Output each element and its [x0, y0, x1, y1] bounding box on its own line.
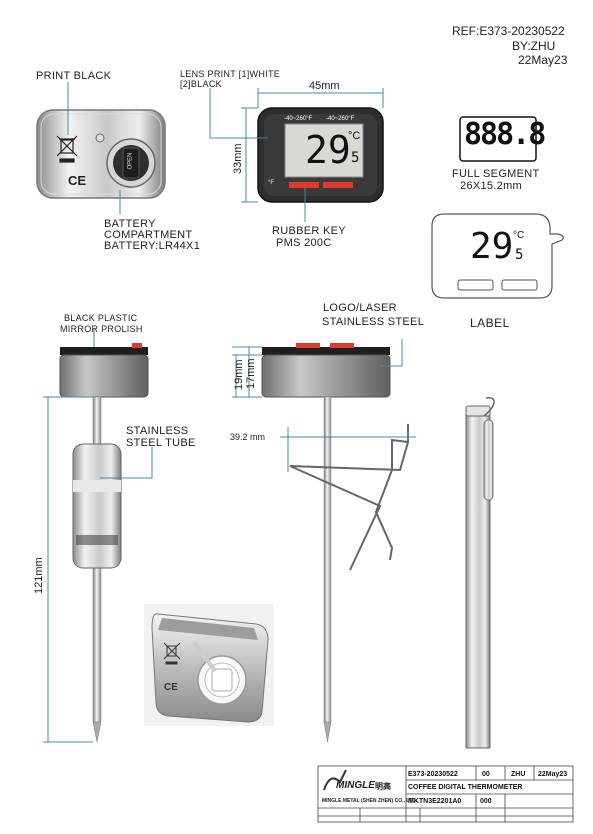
- title-company: MINGLE METAL (SHEN ZHEN) CO., LTD.: [322, 798, 417, 804]
- callout-black-plastic-2: MIRROR PROLISH: [60, 324, 143, 334]
- title-logo-text: MINGLE: [336, 780, 375, 791]
- front-unit: °C: [348, 130, 361, 142]
- dimension-height-33: 33mm: [232, 143, 244, 174]
- open-text: OPEN: [127, 152, 134, 170]
- weee-bin-icon: [56, 135, 78, 163]
- callout-label: LABEL: [470, 316, 510, 330]
- back-view: [36, 109, 166, 199]
- label-unit: °C: [513, 230, 525, 241]
- header-date: 22May23: [518, 53, 568, 67]
- product-photo: [144, 604, 274, 726]
- full-segment-digits: 888.8: [464, 117, 546, 152]
- side-view-left: [59, 343, 149, 743]
- dimension-length-121: 121mm: [33, 557, 45, 594]
- title-drawing-no: E373-20230522: [408, 771, 458, 778]
- title-product-name: COFFEE DIGITAL THERMOMETER: [408, 784, 523, 791]
- callout-full-segment-1: FULL SEGMENT: [452, 168, 540, 180]
- callout-lens-print-1: LENS PRINT [1]WHITE: [180, 69, 281, 79]
- callout-battery-1: BATTERY: [104, 218, 156, 230]
- front-range-right: -40~260°F: [326, 116, 355, 122]
- callout-print-black: PRINT BLACK: [36, 70, 112, 82]
- drawn-by: BY:ZHU: [512, 39, 556, 53]
- front-decimal: 5: [351, 150, 360, 166]
- label-decimal: 5: [515, 247, 524, 263]
- callout-logo-laser-1: LOGO/LASER: [323, 302, 397, 314]
- callout-stainless-tube-2: STEEL TUBE: [126, 437, 196, 449]
- callout-battery-3: BATTERY:LR44X1: [104, 240, 201, 252]
- callout-rubber-key-2: PMS 200C: [276, 237, 332, 249]
- reference-number: REF:E373-20230522: [452, 24, 565, 38]
- title-drawn-by: ZHU: [511, 771, 526, 778]
- callout-black-plastic-1: BLACK PLASTIC: [64, 313, 138, 323]
- label-reading: 29: [470, 226, 514, 267]
- title-date: 22May23: [538, 771, 568, 778]
- front-view: [257, 107, 384, 203]
- callout-full-segment-2: 26X15.2mm: [460, 180, 523, 192]
- full-segment-display: [459, 116, 537, 162]
- dimension-height-17: 17mm: [245, 358, 257, 389]
- front-unit-f: °F: [268, 180, 275, 186]
- label-view: [431, 213, 564, 299]
- photo-ce-mark: CE: [164, 682, 178, 693]
- dimension-width: 45mm: [309, 80, 340, 92]
- front-reading: 29: [305, 128, 351, 172]
- side-view-center: [261, 343, 409, 743]
- title-logo-cn: 明高: [375, 782, 391, 791]
- callout-battery-2: COMPARTMENT: [104, 229, 193, 241]
- dimension-height-19: 19mm: [233, 359, 245, 390]
- callout-logo-laser-2: STAINLESS STEEL: [322, 316, 425, 328]
- title-rev: 00: [482, 771, 490, 778]
- tube-sleeve-view: [465, 397, 495, 749]
- callout-lens-print-2: [2]BLACK: [180, 79, 222, 89]
- callout-stainless-tube-1: STAINLESS: [126, 425, 189, 437]
- ce-mark: CE: [68, 173, 86, 188]
- title-product-no: MKTN3E2201A0: [408, 798, 462, 805]
- title-block: [317, 765, 574, 823]
- callout-rubber-key-1: RUBBER KEY: [272, 225, 346, 237]
- mingle-logo-mark: [323, 769, 347, 791]
- dimension-clip-392: 39.2 mm: [230, 432, 266, 442]
- front-range-left: -40~260°F: [284, 116, 313, 122]
- title-part-no: 000: [480, 798, 492, 805]
